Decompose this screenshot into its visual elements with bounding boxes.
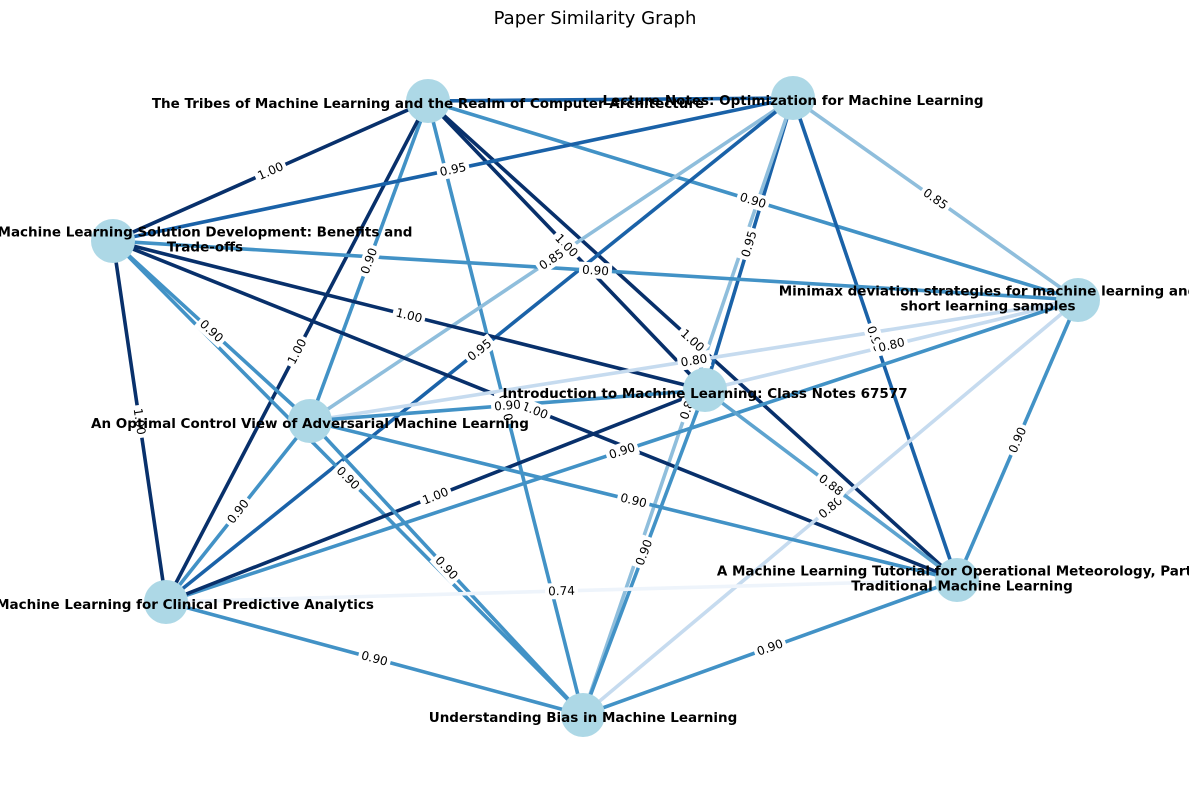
node-label-tribes: The Tribes of Machine Learning and the R… xyxy=(152,96,704,112)
edge-label-minimax-optimal: 0.80 xyxy=(676,350,712,371)
edge-label-background xyxy=(282,333,312,370)
edge-label-background xyxy=(435,158,471,181)
node-clinical xyxy=(144,580,188,624)
edge-label-clinical-bias: 0.90 xyxy=(356,646,393,671)
graph-title: Paper Similarity Graph xyxy=(494,8,697,29)
edge-label-lecture-intro: 0.95 xyxy=(736,225,762,263)
edge-label-intro-clinical: 1.00 xyxy=(417,482,454,510)
edge-weight-text: 0.90 xyxy=(360,648,389,669)
edge-label-intro-bias: 0.90 xyxy=(630,534,658,571)
edge-label-background xyxy=(578,261,613,280)
edge-label-tribes-clinical: 1.00 xyxy=(282,333,312,370)
edge-label-minimax-meteo: 0.90 xyxy=(1003,421,1032,459)
edge-label-background xyxy=(461,333,498,367)
edge-label-background xyxy=(603,438,641,464)
node-lecture xyxy=(771,76,815,120)
edge-label-background xyxy=(873,333,910,357)
edge-weight-text: 0.90 xyxy=(619,491,648,511)
node-label-intro: Introduction to Machine Learning: Class … xyxy=(502,386,907,402)
edge-label-background xyxy=(736,225,762,263)
edge-label-background xyxy=(355,242,383,280)
edge-weight-text: 0.80 xyxy=(877,335,906,355)
node-minimax xyxy=(1056,278,1100,322)
edge-weight-text: 0.74 xyxy=(548,584,575,599)
node-tribes xyxy=(406,79,450,123)
edge-label-intro-optimal: 0.90 xyxy=(490,396,525,415)
edge-weight-text: 0.90 xyxy=(494,397,522,413)
edge-label-background xyxy=(630,534,658,571)
edge-label-background xyxy=(252,157,289,185)
edge-label-solution-intro: 1.00 xyxy=(391,303,427,328)
edge-weight-text: 0.90 xyxy=(582,263,610,279)
node-label-solution: Machine Learning Solution Development: B… xyxy=(0,225,412,256)
edge-label-lecture-minimax: 0.85 xyxy=(917,182,954,216)
edge-tribes-lecture xyxy=(427,96,794,103)
edge-label-solution-minimax: 0.90 xyxy=(578,261,613,280)
edge-label-background xyxy=(751,634,789,661)
edge-label-lecture-solution: 0.95 xyxy=(435,158,471,181)
edge-label-background xyxy=(193,314,230,348)
edge-label-background xyxy=(129,404,150,439)
edge-label-background xyxy=(221,493,255,530)
edge-label-background xyxy=(533,243,570,276)
edge-weight-text: 1.00 xyxy=(394,305,423,325)
edge-label-tribes-solution: 1.00 xyxy=(252,157,289,185)
node-meteo xyxy=(935,558,979,602)
edge-label-minimax-intro: 0.80 xyxy=(873,333,910,357)
edge-label-background xyxy=(490,396,525,415)
edge-label-background xyxy=(417,482,454,510)
node-label-optimal: An Optimal Control View of Adversarial M… xyxy=(91,416,529,432)
node-optimal xyxy=(288,399,332,443)
edge-label-background xyxy=(1003,421,1032,459)
node-bias xyxy=(561,693,605,737)
edge-label-background xyxy=(674,323,711,358)
edge-label-background xyxy=(544,582,579,600)
edge-label-background xyxy=(813,468,849,502)
edge-label-tribes-optimal: 0.90 xyxy=(355,242,383,280)
node-layer xyxy=(91,76,1100,737)
edge-label-background xyxy=(615,488,652,513)
edge-label-background xyxy=(391,303,427,328)
edge-label-tribes-minimax: 0.90 xyxy=(734,188,772,213)
edge-weight-text: 0.80 xyxy=(680,352,709,370)
edge-weight-text: 1.00 xyxy=(131,407,149,435)
node-label-minimax: Minimax deviation strategies for machine… xyxy=(779,284,1189,315)
node-label-clinical: Machine Learning for Clinical Predictive… xyxy=(0,597,374,613)
node-label-bias: Understanding Bias in Machine Learning xyxy=(429,710,738,726)
edge-weight-text: 0.95 xyxy=(438,160,467,179)
node-label-meteo: A Machine Learning Tutorial for Operatio… xyxy=(717,564,1189,595)
edge-label-background xyxy=(356,646,393,671)
node-solution xyxy=(91,219,135,263)
edge-label-meteo-bias: 0.90 xyxy=(751,634,789,661)
node-label-layer: The Tribes of Machine Learning and the R… xyxy=(0,93,1189,726)
edge-label-tribes-meteo: 1.00 xyxy=(674,323,711,358)
edge-label-background xyxy=(917,182,954,216)
edge-label-background xyxy=(549,228,584,263)
edge-label-background xyxy=(330,460,366,496)
edge-label-background xyxy=(676,350,712,371)
edge-label-minimax-clinical: 0.90 xyxy=(603,438,641,464)
edge-label-background xyxy=(516,396,554,425)
edge-label-solution-clinical: 1.00 xyxy=(129,404,150,439)
edge-label-background xyxy=(429,550,464,586)
edge-label-optimal-meteo: 0.90 xyxy=(615,488,652,513)
node-intro xyxy=(683,368,727,412)
edge-label-clinical-meteo: 0.74 xyxy=(544,582,579,600)
edge-label-solution-optimal: 0.90 xyxy=(193,314,230,348)
edge-label-background xyxy=(734,188,772,213)
node-label-lecture: Lecture Notes: Optimization for Machine … xyxy=(603,93,984,109)
